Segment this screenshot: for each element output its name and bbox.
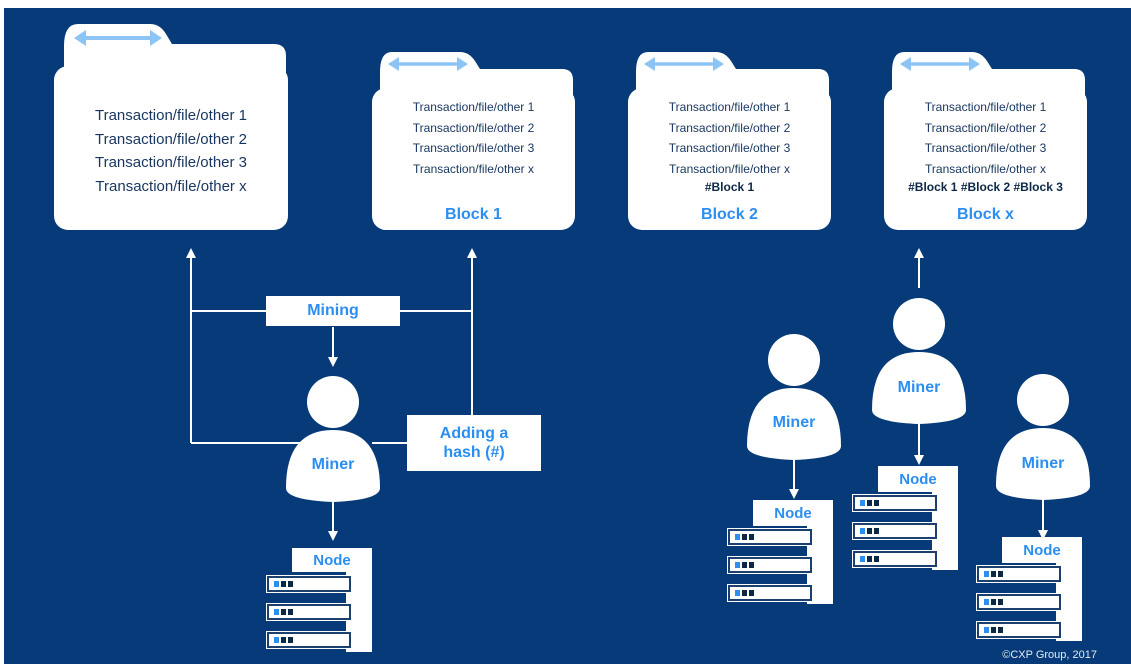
block-folder-1: Transaction/file/other 1 Transaction/fil… — [372, 52, 575, 230]
node-label: Node — [313, 552, 351, 569]
miner-label: Miner — [772, 414, 816, 431]
transaction-line: Transaction/file/other 3 — [412, 141, 535, 155]
transaction-line: Transaction/file/other x — [413, 161, 534, 176]
transaction-line: Transaction/file/other 1 — [668, 100, 791, 114]
node-server-icon — [975, 537, 1082, 641]
miner-label: Miner — [311, 456, 355, 473]
node-server-icon — [726, 500, 833, 604]
node-label: Node — [774, 505, 812, 522]
miner-label: Miner — [1021, 455, 1065, 472]
transaction-line: Transaction/file/other 3 — [94, 154, 248, 171]
transaction-line: Transaction/file/other 3 — [924, 141, 1047, 155]
transaction-line: Transaction/file/other 2 — [924, 120, 1047, 135]
block-folder-x: Transaction/file/other 1 Transaction/fil… — [884, 52, 1087, 230]
node-label: Node — [1023, 542, 1061, 559]
transaction-line: Transaction/file/other x — [669, 161, 790, 176]
mining-label: Mining — [266, 296, 400, 326]
transaction-line: Transaction/file/other 2 — [668, 120, 791, 135]
adding-hash-text-line: Adding a — [439, 424, 509, 442]
miner-icon — [872, 298, 966, 424]
block-title: Block 2 — [701, 206, 758, 223]
mining-label-text: Mining — [307, 302, 359, 320]
adding-hash-label: Adding a hash (#) — [407, 415, 541, 471]
transaction-line: Transaction/file/other x — [95, 177, 247, 195]
miner-icon — [286, 376, 380, 502]
transaction-line: Transaction/file/other 1 — [94, 107, 248, 124]
adding-hash-text-line: hash (#) — [443, 444, 505, 461]
copyright-credit: ©CXP Group, 2017 — [1002, 649, 1097, 661]
block-title: Block x — [957, 206, 1014, 223]
transaction-line: Transaction/file/other 3 — [668, 141, 791, 155]
transaction-line: Transaction/file/other 1 — [924, 100, 1047, 114]
transaction-line: Transaction/file/other 2 — [94, 130, 248, 148]
block-hash-references: #Block 1 #Block 2 #Block 3 — [908, 180, 1063, 194]
miner-icon — [747, 334, 841, 460]
transaction-line: Transaction/file/other 2 — [412, 120, 535, 135]
transaction-folder: Transaction/file/other 1 Transaction/fil… — [54, 24, 288, 230]
node-server-icon — [265, 548, 372, 652]
miner-label: Miner — [897, 379, 941, 396]
transaction-line: Transaction/file/other 1 — [412, 100, 535, 114]
miner-icon — [996, 374, 1090, 500]
block-hash-references: #Block 1 — [704, 180, 755, 194]
block-title: Block 1 — [445, 206, 502, 223]
node-server-icon — [851, 466, 958, 570]
block-folder-2: Transaction/file/other 1 Transaction/fil… — [628, 52, 831, 230]
transaction-line: Transaction/file/other x — [925, 161, 1046, 176]
node-label: Node — [899, 471, 937, 488]
